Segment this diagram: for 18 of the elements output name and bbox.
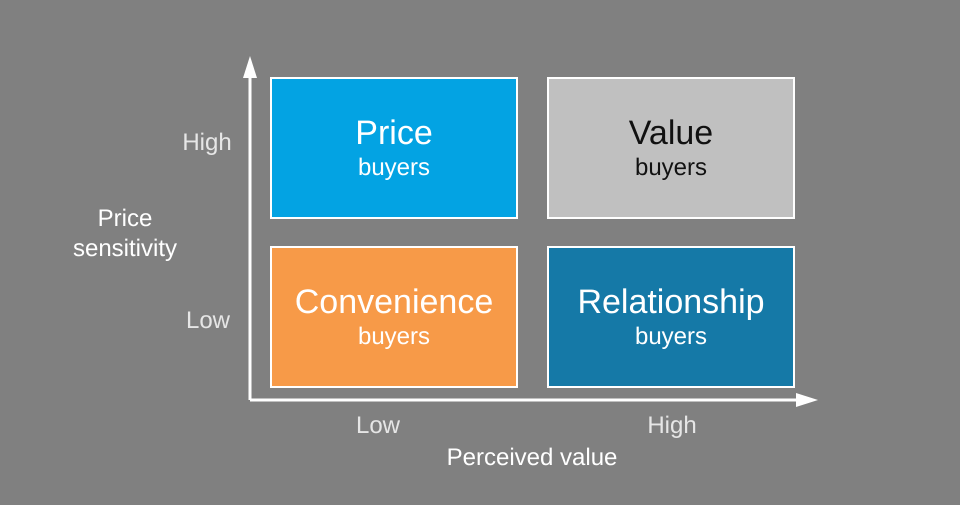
segment-title: Convenience [294, 282, 494, 322]
segment-title: Relationship [577, 282, 765, 322]
segment-subtitle: buyers [358, 322, 430, 352]
axis-title: Price sensitivity [72, 204, 178, 264]
axis-tick-label: Low [186, 306, 230, 336]
quadrant-box [547, 77, 795, 219]
segment-title: Value [628, 113, 714, 153]
axis-tick-label: High [182, 128, 232, 158]
axis-tick-label: High [647, 411, 697, 441]
quadrant-box [547, 246, 795, 388]
segment-subtitle: buyers [634, 322, 708, 352]
quadrant-box [270, 77, 518, 219]
axis-tick-label: Low [356, 411, 400, 441]
segment-title: Price [355, 113, 433, 153]
quadrant-box [270, 246, 518, 388]
axis-title: Perceived value [446, 443, 618, 473]
segment-subtitle: buyers [358, 153, 430, 183]
segment-subtitle: buyers [634, 153, 708, 183]
